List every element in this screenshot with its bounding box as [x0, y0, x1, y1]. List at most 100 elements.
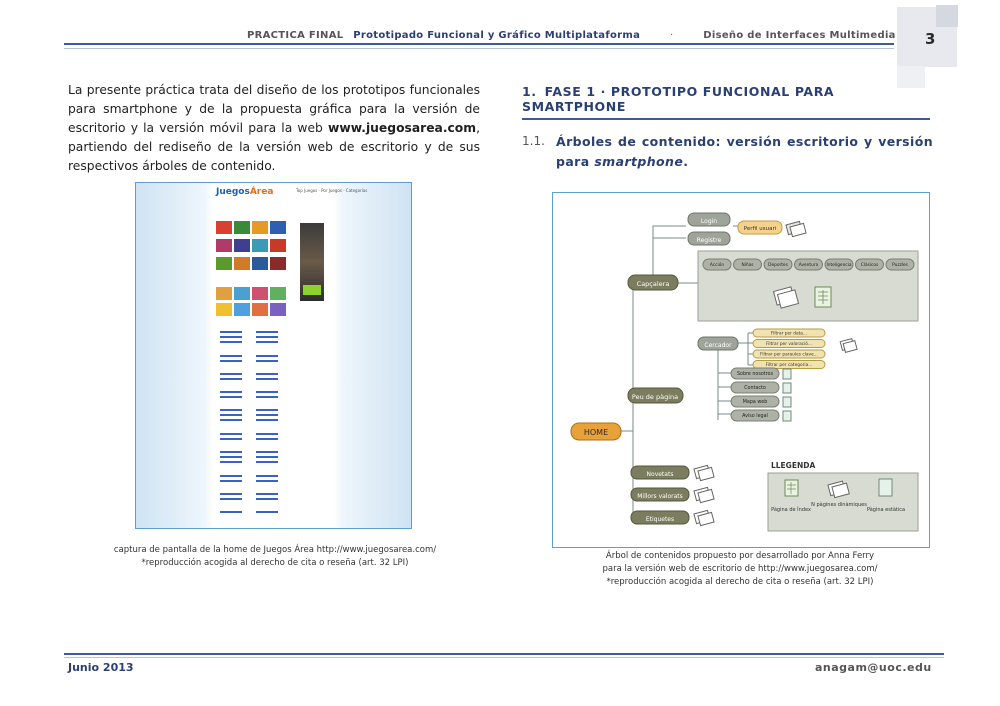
screenshot-nav: Top Juegos · Por Juegos · Categorías [296, 188, 368, 193]
screenshot-caption: captura de pantalla de la home de Juegos… [110, 544, 440, 570]
tree-node-category-shape [763, 258, 793, 271]
tree-node-category: Puzzles [892, 262, 909, 268]
screenshot-thumbs-row [216, 257, 286, 270]
tree-node-home: HOME [584, 428, 608, 437]
header-rule [64, 43, 894, 45]
intro-paragraph: La presente práctica trata del diseño de… [68, 81, 480, 176]
content-tree-diagram: HOME Capçalera Login Registre Perfil usu… [552, 192, 930, 548]
tree-node-category: Niñas [741, 262, 754, 268]
dynamic-pages-icon [693, 464, 715, 482]
page-header: PRACTICA FINAL Prototipado Funcional y G… [247, 30, 896, 41]
static-page-icon [782, 368, 792, 380]
section-heading: 1.FASE 1 · PROTOTIPO FUNCIONAL PARA SMAR… [522, 84, 930, 120]
tree-caption-line: para la versión web de escritorio de htt… [602, 564, 878, 574]
corner-decoration-small [936, 5, 958, 27]
dynamic-pages-icon [693, 509, 715, 527]
tree-node-category-shape [733, 258, 762, 271]
screenshot-link-row [220, 461, 308, 463]
tree-node-filter-shape [752, 339, 826, 348]
dynamic-pages-icon [827, 480, 850, 499]
footer-email: anagam@uoc.edu [815, 661, 932, 674]
tree-node-peu: Peu de pàgina [632, 393, 678, 401]
screenshot-link-row [220, 456, 308, 458]
tree-node-footer-link: Mapa web [743, 399, 768, 405]
tree-node-footer-link-shape [730, 409, 780, 422]
tree-node-novetats: Novetats [647, 471, 674, 478]
tree-node-footer-link: Aviso legal [742, 413, 768, 419]
footer-rule-thin [64, 657, 944, 658]
screenshot-thumbs-row [216, 287, 286, 300]
tree-caption-line: *reproducción acogida al derecho de cita… [606, 577, 874, 587]
screenshot-thumbs-row [216, 303, 286, 316]
screenshot-link-row [220, 391, 308, 393]
screenshot-link-row [220, 360, 308, 362]
tree-node-category-shape [794, 258, 823, 271]
tree-node-footer-link-shape [730, 395, 780, 408]
screenshot-caption-line: *reproducción acogida al derecho de cita… [141, 558, 409, 568]
tree-caption: Árbol de contenidos propuesto por desarr… [552, 550, 928, 589]
legend-item: Pàgina de Índex [771, 506, 811, 513]
index-page-icon [814, 286, 832, 308]
tree-node-category-shape [702, 258, 732, 271]
tree-node-filter-shape [752, 349, 826, 359]
screenshot-link-row [220, 451, 308, 453]
screenshot-link-row [220, 493, 308, 495]
tree-node-filter: Filtrar per data... [771, 331, 807, 337]
section-title: FASE 1 · PROTOTIPO FUNCIONAL PARA SMARTP… [522, 84, 835, 114]
subsection-title: Árboles de contenido: versión escritorio… [556, 134, 933, 169]
tree-node-registre: Registre [697, 237, 722, 244]
screenshot-thumbs-row [216, 221, 286, 234]
intro-text-1: La presente práctica trata del diseño de… [68, 83, 480, 135]
header-rule-thin [64, 48, 894, 49]
dynamic-pages-icon [772, 286, 800, 309]
screenshot-link-row [220, 480, 308, 482]
tree-node-millors: Millors valorats [637, 493, 683, 500]
static-page-icon [782, 410, 792, 422]
screenshot-link-row [220, 396, 308, 398]
screenshot-logo: JuegosÁrea [216, 187, 274, 197]
dynamic-pages-icon [785, 220, 807, 238]
header-course: Diseño de Interfaces Multimedia [703, 30, 896, 41]
tree-node-category-shape [885, 258, 915, 271]
tree-node-category-shape [855, 258, 884, 271]
screenshot-link-row [220, 336, 308, 338]
page-number: 3 [925, 30, 936, 48]
tree-node-login: Login [701, 218, 717, 225]
tree-node-footer-link: Sobre nosotros [737, 371, 773, 377]
static-page-icon [878, 478, 893, 497]
screenshot-caption-line: captura de pantalla de la home de Juegos… [113, 545, 437, 555]
tree-node-filter: Filtrar per paraules clave... [760, 352, 818, 358]
tree-node-footer-link: Contacto [744, 385, 766, 391]
tree-node-etiquetes: Etiquetes [646, 516, 674, 523]
tree-node-category: Deportes [768, 262, 788, 268]
subsection-number: 1.1. [522, 134, 545, 148]
tree-node-category-shape [824, 258, 854, 271]
header-subject: Prototipado Funcional y Gráfico Multipla… [353, 30, 641, 41]
dynamic-pages-icon [839, 337, 858, 353]
static-page-icon [782, 396, 792, 408]
legend-item: N pàgines dinàmiques [811, 501, 867, 508]
screenshot-link-row [220, 409, 308, 411]
tree-node-cercador: Cercador [704, 342, 732, 349]
intro-website: www.juegosarea.com [328, 121, 477, 135]
index-page-icon [784, 479, 799, 497]
screenshot-link-row [220, 475, 308, 477]
screenshot-link-row [220, 331, 308, 333]
tree-node-category: Acción [710, 261, 724, 268]
corner-decoration-low [897, 66, 925, 88]
tree-node-filter-shape [752, 328, 826, 338]
subsection-title-italic: smartphone [594, 154, 684, 169]
tree-caption-line: Árbol de contenidos propuesto por desarr… [605, 551, 875, 561]
screenshot-link-row [220, 433, 308, 435]
static-page-icon [782, 382, 792, 394]
screenshot-link-row [220, 419, 308, 421]
website-screenshot: JuegosÁrea Top Juegos · Por Juegos · Cat… [135, 182, 412, 529]
subsection-heading: Árboles de contenido: versión escritorio… [556, 134, 933, 169]
screenshot-link-row [220, 511, 308, 513]
legend-item: Pàgina estàtica [867, 506, 905, 513]
tree-node-filter: Filtrar per categoria... [766, 362, 813, 368]
tree-node-filter: Filtrar per valoració... [766, 340, 812, 347]
screenshot-link-row [220, 378, 308, 380]
screenshot-link-row [220, 373, 308, 375]
tree-node-category: Inteligencia [827, 262, 852, 268]
